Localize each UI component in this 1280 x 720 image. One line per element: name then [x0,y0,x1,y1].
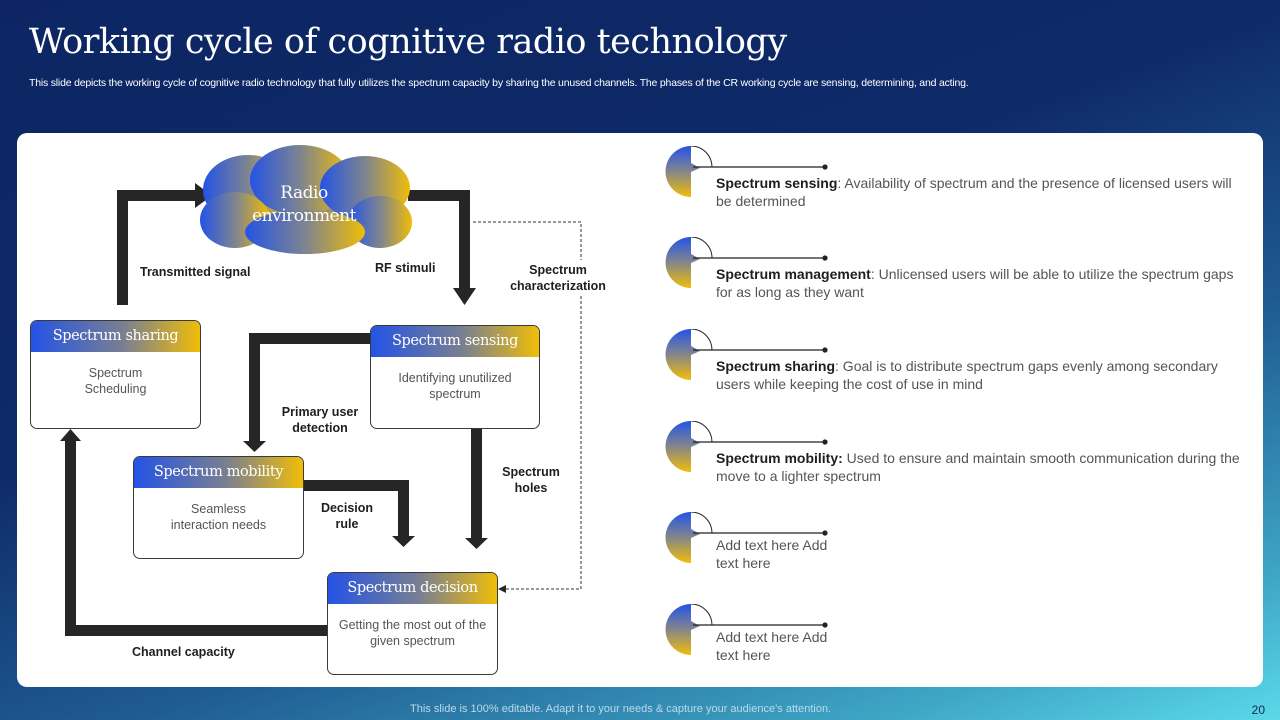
pie-marker-icon [665,237,828,288]
arrow-channel-capacity [60,429,329,636]
cloud-label-line1: Radio [280,183,328,203]
description-text: Add text here Add text here [716,536,836,572]
description-item: Spectrum sharing: Goal is to distribute … [660,329,1250,392]
slide-title: Working cycle of cognitive radio technol… [29,22,787,62]
description-text: Spectrum sensing: Availability of spectr… [716,174,1246,210]
pie-marker-icon [665,421,828,472]
description-text: Spectrum mobility: Used to ensure and ma… [716,449,1246,485]
node-title: Spectrum sensing [371,326,539,357]
label-primary-user-detection: Primary user detection [270,404,370,436]
node-body: Identifying unutilized spectrum [398,371,512,401]
label-line: characterization [510,279,606,293]
node-body: Seamless interaction needs [170,502,267,532]
label-transmitted-signal: Transmitted signal [140,265,251,279]
node-spectrum-decision: Spectrum decision Getting the most out o… [327,572,498,675]
description-body: Availability of spectrum and the presenc… [716,175,1232,209]
label-line: holes [514,481,548,495]
description-item: Spectrum management: Unlicensed users wi… [660,237,1250,300]
arrow-primary-user-detection [243,333,371,452]
cloud-label-line2: environment [252,206,356,226]
cloud-label: Radio environment [204,182,404,228]
arrow-spectrum-characterization [473,221,582,590]
description-term: Spectrum mobility: [716,450,843,466]
node-spectrum-sensing: Spectrum sensing Identifying unutilized … [370,325,540,429]
node-body: Spectrum Scheduling [84,366,147,396]
label-spectrum-characterization: Spectrum characterization [500,262,616,294]
description-body: Goal is to distribute spectrum gaps even… [716,358,1218,392]
arrow-rf-stimuli [408,190,476,305]
node-title: Spectrum sharing [31,321,200,352]
label-line: Spectrum [502,465,560,479]
node-title: Spectrum decision [328,573,497,604]
slide-subtitle: This slide depicts the working cycle of … [29,77,969,89]
description-item: Add text here Add text here [660,512,1250,572]
description-text: Add text here Add text here [716,628,836,664]
footer-note: This slide is 100% editable. Adapt it to… [410,703,832,715]
description-item: Spectrum mobility: Used to ensure and ma… [660,421,1250,484]
label-decision-rule: Decision rule [312,500,382,532]
dashed-arrowhead [498,585,506,593]
arrow-spectrum-holes [465,428,488,549]
arrow-transmitted-signal [117,183,212,305]
description-term: Spectrum sensing [716,175,838,191]
label-spectrum-holes: Spectrum holes [496,464,566,496]
label-line: Spectrum [529,263,587,277]
description-separator: : [835,358,839,374]
page-number: 20 [1251,703,1265,717]
label-line: rule [335,517,359,531]
description-separator: : [870,266,875,282]
label-line: detection [292,421,348,435]
description-text: Spectrum management: Unlicensed users wi… [716,265,1246,301]
label-channel-capacity: Channel capacity [132,645,235,659]
pie-marker-icon [665,604,828,655]
node-body: Getting the most out of the given spectr… [338,618,487,648]
description-body: Used to ensure and maintain smooth commu… [716,450,1240,484]
pie-marker-icon [665,329,828,380]
description-text: Spectrum sharing: Goal is to distribute … [716,357,1246,393]
node-title: Spectrum mobility [134,457,303,488]
description-item: Add text here Add text here [660,604,1250,664]
radio-environment-cloud [200,145,412,254]
description-term: Spectrum sharing [716,358,836,374]
label-rf-stimuli: RF stimuli [375,261,436,275]
description-term: Spectrum management [716,266,871,282]
description-body: Unlicensed users will be able to utilize… [716,266,1234,300]
description-body: Add text here Add text here [716,537,828,571]
node-spectrum-sharing: Spectrum sharing Spectrum Scheduling [30,320,201,429]
arrow-decision-rule [302,480,415,547]
node-spectrum-mobility: Spectrum mobility Seamless interaction n… [133,456,304,559]
pie-marker-icon [665,512,828,563]
label-line: Primary user [281,405,359,419]
description-body: Add text here Add text here [716,629,828,663]
description-separator: : [837,175,842,191]
description-item: Spectrum sensing: Availability of spectr… [660,146,1250,209]
pie-marker-icon [665,146,828,197]
label-line: Decision [320,501,374,515]
